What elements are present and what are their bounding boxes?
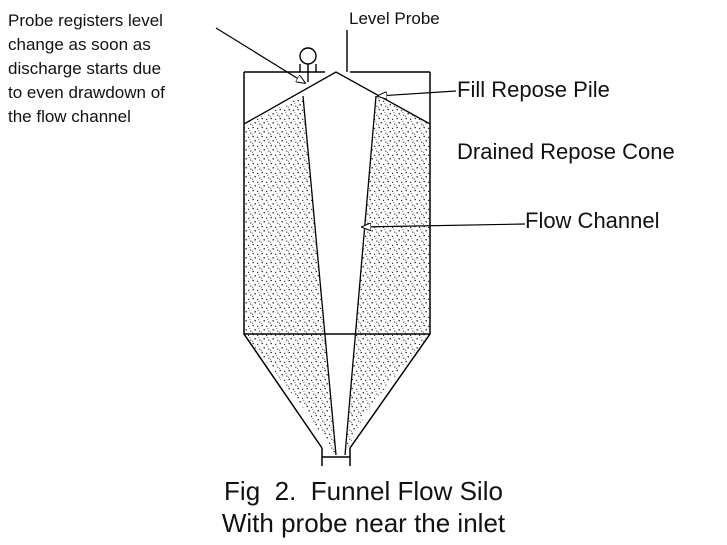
figure-caption-title: Fig 2. Funnel Flow Silo (224, 476, 503, 506)
figure-caption-subtitle: With probe near the inlet (221, 508, 506, 538)
stored-material-right (345, 96, 430, 455)
fill-repose-pile (243, 71, 431, 125)
level-probe-icon (299, 30, 348, 82)
probe-note-line-5: the flow channel (8, 107, 131, 126)
fill-repose-pile-label: Fill Repose Pile (457, 77, 610, 102)
silo-outline (243, 71, 431, 466)
level-probe-label: Level Probe (349, 9, 440, 28)
probe-note-line-2: change as soon as (8, 35, 151, 54)
flow-channel-label: Flow Channel (525, 208, 660, 233)
flow-channel-arrow (362, 224, 526, 227)
probe-note: Probe registers level change as soon as … (8, 9, 248, 129)
probe-note-line-4: to even drawdown of (8, 83, 165, 102)
probe-head (299, 47, 317, 65)
flow-channel-right-edge (344, 95, 377, 456)
fill-repose-arrow (378, 90, 457, 96)
probe-note-line-1: Probe registers level (8, 11, 163, 30)
stored-material-left (244, 96, 336, 455)
probe-note-line-3: discharge starts due (8, 59, 162, 78)
drained-repose-cone-label: Drained Repose Cone (457, 139, 675, 164)
leader-arrows (215, 27, 526, 227)
flow-channel-lines (243, 71, 431, 456)
probe-note-arrow (215, 27, 305, 83)
flow-channel-left-edge (302, 95, 337, 456)
